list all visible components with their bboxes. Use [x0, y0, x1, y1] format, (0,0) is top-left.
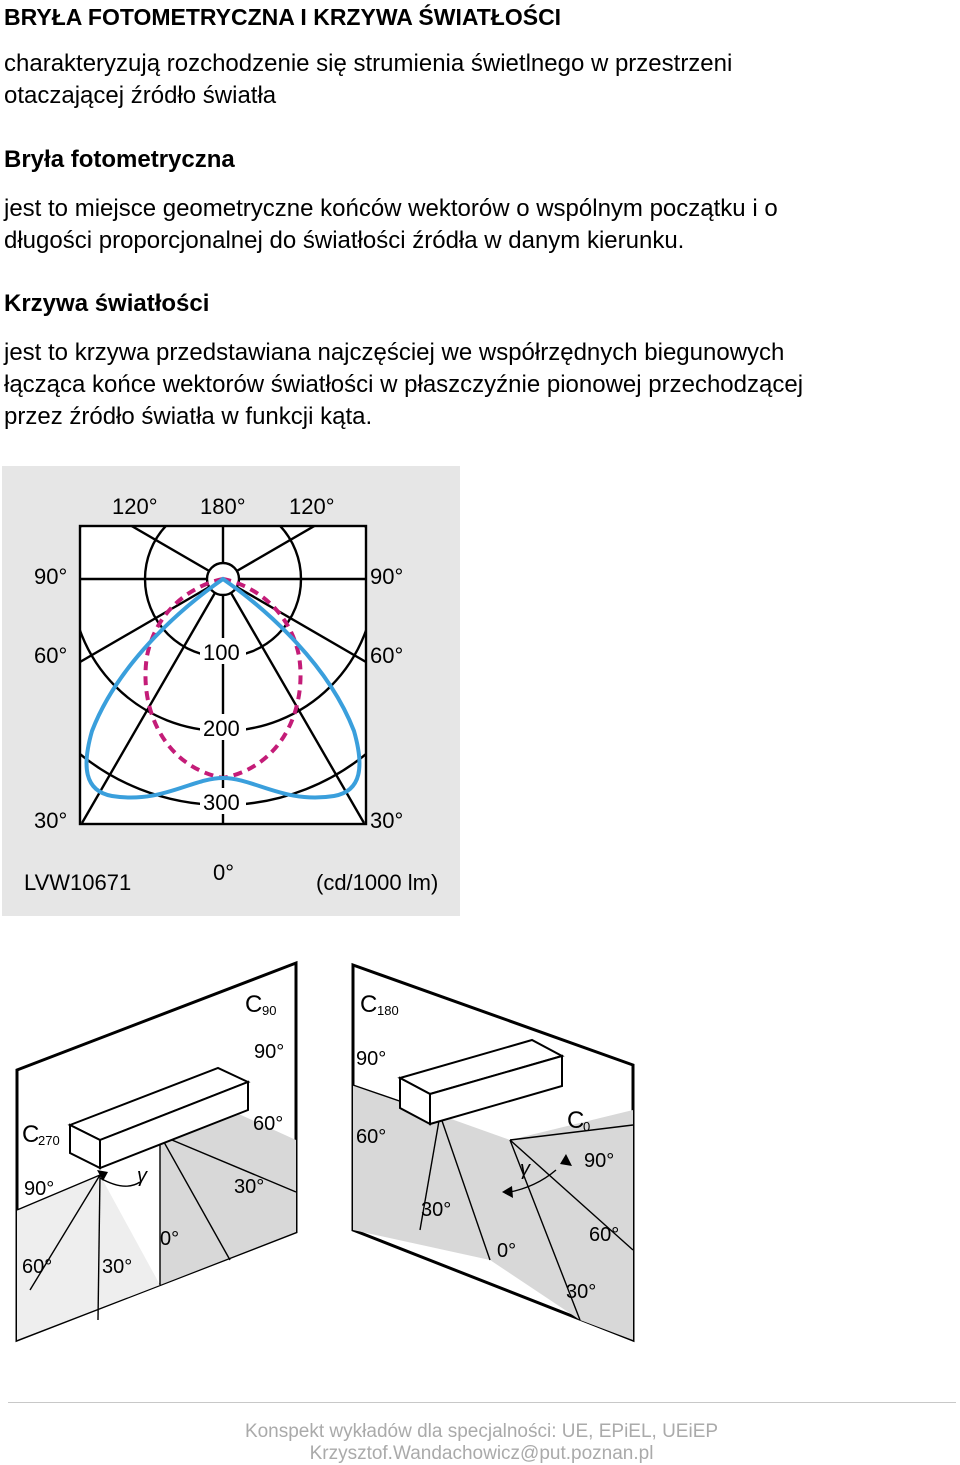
right-gamma-symbol: γ [520, 1158, 531, 1180]
footer-email: Krzysztof.Wandachowicz@put.poznan.pl [309, 1443, 654, 1464]
angle-label-right-90: 90° [370, 564, 403, 589]
intro-line-1: charakteryzują rozchodzenie się strumien… [4, 50, 733, 77]
angle-label-right-30: 30° [370, 808, 403, 833]
left-angle-60-right: 60° [253, 1113, 283, 1135]
luminaire-code: LVW10671 [24, 870, 131, 895]
section1-line-2: długości proporcjonalnej do światłości ź… [4, 227, 685, 254]
right-angle-60-left: 60° [356, 1126, 386, 1148]
document-title: BRYŁA FOTOMETRYCZNA I KRZYWA ŚWIATŁOŚCI [4, 4, 562, 30]
left-angle-rays [16, 1134, 297, 1321]
right-luminaire-end [399, 1076, 431, 1126]
right-plane-top-c: C [360, 991, 377, 1018]
right-plane-top-sub: 180 [377, 1003, 399, 1018]
left-plane-left-sub: 270 [38, 1133, 60, 1148]
left-luminaire-end [69, 1123, 101, 1170]
ring-label-100: 100 [203, 640, 240, 665]
angle-label-top-left: 120° [112, 494, 158, 519]
angle-label-right-60: 60° [370, 643, 403, 668]
left-angle-90-left: 90° [24, 1178, 54, 1200]
left-plane-left-c: C [22, 1121, 39, 1148]
section-heading-bryla: Bryła fotometryczna [4, 146, 235, 173]
section2-line-2: łącząca końce wektorów światłości w płas… [4, 371, 804, 398]
intro-line-2: otaczającej źródło światła [4, 82, 277, 109]
footer-divider [8, 1402, 956, 1403]
ring-label-300: 300 [203, 790, 240, 815]
left-angle-30-left: 30° [102, 1256, 132, 1278]
angle-label-left-60: 60° [34, 643, 67, 668]
section1-line-1: jest to miejsce geometryczne końców wekt… [4, 195, 778, 222]
right-angle-0: 0° [497, 1240, 516, 1262]
left-gamma-arrow [97, 1170, 108, 1181]
left-lower-shade [17, 1175, 160, 1340]
angle-label-bottom: 0° [213, 860, 234, 885]
left-shaded-sector [160, 1110, 296, 1285]
angle-label-top-center: 180° [200, 494, 246, 519]
right-angle-30-left: 30° [421, 1199, 451, 1221]
left-plane-group: C 90 C 270 90° 60° 30° 0° 90° 60° 30° γ [15, 960, 298, 1343]
left-plane-top-c: C [245, 991, 262, 1018]
ring-label-200: 200 [203, 716, 240, 741]
section-heading-krzywa: Krzywa światłości [4, 290, 210, 317]
right-plane-right-sub: 0 [583, 1119, 590, 1134]
right-plane-group: C 180 C 0 90° 60° 30° 0° 90° 60° 30° γ [351, 962, 635, 1343]
left-angle-0: 0° [160, 1228, 179, 1250]
unit-label: (cd/1000 lm) [316, 870, 438, 895]
left-plane-top-sub: 90 [262, 1003, 276, 1018]
angle-label-left-90: 90° [34, 564, 67, 589]
section2-line-3: przez źródło światła w funkcji kąta. [4, 403, 373, 430]
solid-intensity-curve [84, 576, 362, 800]
left-gamma-symbol: γ [137, 1165, 148, 1187]
right-gamma-arrow-right [560, 1154, 572, 1166]
right-gamma-arrow-left [502, 1186, 513, 1198]
left-angle-30-right: 30° [234, 1176, 264, 1198]
footer-course: Konspekt wykładów dla specjalności: UE, … [244, 1421, 719, 1442]
left-angle-90-right: 90° [254, 1041, 284, 1063]
polar-grid [78, 524, 368, 826]
c-gamma-planes-diagram: C 90 C 270 90° 60° 30° 0° 90° 60° 30° γ [15, 960, 635, 1343]
angle-label-left-30: 30° [34, 808, 67, 833]
right-angle-60-right: 60° [589, 1224, 619, 1246]
right-angle-90-right: 90° [584, 1150, 614, 1172]
right-angle-90-left: 90° [356, 1048, 386, 1070]
section2-line-1: jest to krzywa przedstawiana najczęściej… [4, 339, 785, 366]
polar-intensity-diagram: 120° 180° 120° 90° 90° 60° 60° 30° 30° 1… [2, 466, 460, 916]
left-angle-60-left: 60° [22, 1256, 52, 1278]
angle-label-top-right: 120° [289, 494, 335, 519]
right-plane-right-c: C [567, 1107, 584, 1134]
right-angle-30-right: 30° [566, 1281, 596, 1303]
